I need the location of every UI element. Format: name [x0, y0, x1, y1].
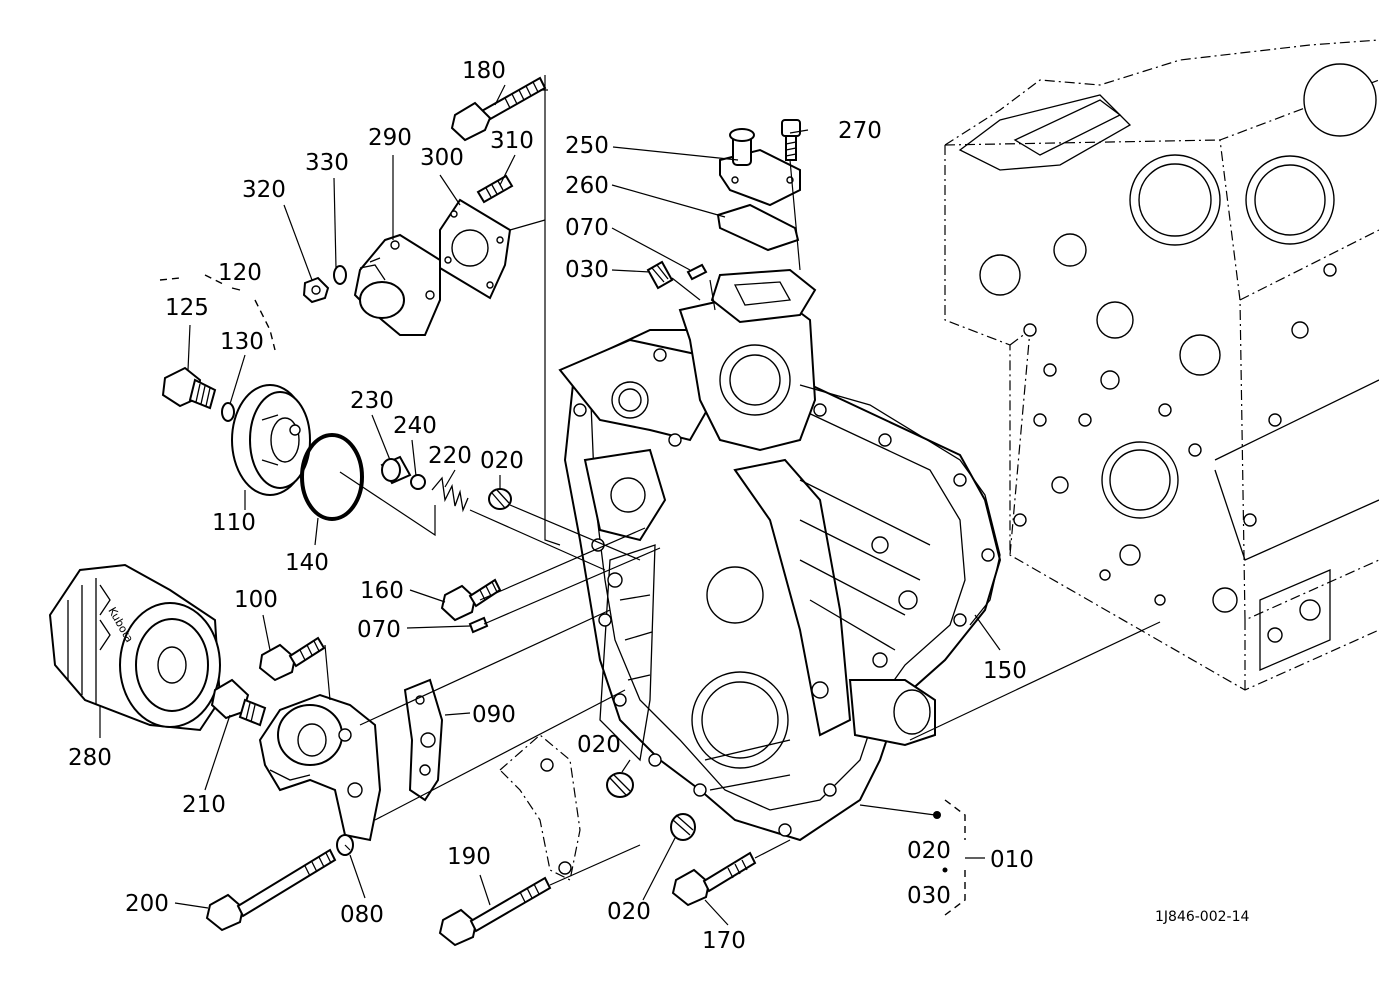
gasket-150: [799, 384, 1001, 626]
label-290: 290: [368, 125, 412, 151]
bolt-100: [258, 636, 326, 682]
leader-lines: [99, 84, 1001, 926]
label-070-mid: 070: [357, 617, 401, 643]
label-230: 230: [350, 388, 394, 414]
label-200: 200: [125, 891, 169, 917]
washer-330: [333, 265, 347, 285]
label-080: 080: [340, 902, 384, 928]
label-070-top: 070: [565, 215, 609, 241]
label-270: 270: [838, 118, 882, 144]
plug-020-mid: [488, 488, 512, 510]
label-170: 170: [702, 928, 746, 954]
pin-070-mid: [468, 616, 489, 634]
label-190: 190: [447, 844, 491, 870]
ball-240: [410, 474, 426, 490]
label-300: 300: [420, 145, 464, 171]
label-180: 180: [462, 58, 506, 84]
valve-230: [380, 455, 412, 485]
label-330: 330: [305, 150, 349, 176]
label-310: 310: [490, 128, 534, 154]
bracket-120: [159, 274, 276, 351]
label-020-low-a: 020: [577, 732, 621, 758]
gasket-090: [403, 678, 444, 802]
label-020-mid: 020: [480, 448, 524, 474]
label-120: 120: [218, 260, 262, 286]
gasket-300: [439, 198, 512, 300]
bolt-180: [450, 76, 547, 142]
label-320: 320: [242, 177, 286, 203]
label-010: 010: [990, 847, 1034, 873]
nipple-210: [210, 678, 267, 727]
gasket-260: [716, 203, 800, 252]
label-140: 140: [285, 550, 329, 576]
label-125: 125: [165, 295, 209, 321]
oil-filter-280: Kubota: [48, 563, 222, 732]
bolt-200: [205, 848, 337, 932]
label-220: 220: [428, 443, 472, 469]
pin-070-top: [686, 263, 708, 281]
callout-labels: 180 250 270 260 070 030 290 300 310 330 …: [68, 58, 1249, 954]
kit-dot: [933, 811, 941, 819]
plug-030-top: [646, 260, 674, 290]
housing-290: [353, 233, 441, 336]
o-ring-130: [221, 402, 235, 422]
label-250: 250: [565, 133, 609, 159]
label-090: 090: [472, 702, 516, 728]
assembly-lines: [324, 75, 1161, 886]
label-110: 110: [212, 510, 256, 536]
label-020-low-b: 020: [607, 899, 651, 925]
reference-code: 1J846-002-14: [1155, 909, 1249, 925]
engine-block: [944, 39, 1379, 691]
label-030-top: 030: [565, 257, 609, 283]
filter-cover-110: [231, 384, 311, 496]
label-030-kit: 030: [907, 883, 951, 909]
label-280: 280: [68, 745, 112, 771]
label-020-kit: 020: [907, 838, 951, 864]
bolt-270: [781, 119, 801, 161]
bolt-170: [671, 851, 757, 907]
label-130: 130: [220, 329, 264, 355]
bolt-190: [438, 876, 552, 947]
plug-020-low-a: [606, 772, 634, 798]
bolt-160: [440, 578, 502, 622]
bolt-125: [161, 366, 217, 410]
filter-base: [258, 693, 382, 842]
label-150: 150: [983, 658, 1027, 684]
spring-220: [431, 476, 469, 513]
label-160: 160: [360, 578, 404, 604]
label-240: 240: [393, 413, 437, 439]
o-ring-140: [300, 433, 364, 521]
label-100: 100: [234, 587, 278, 613]
gear-case: [558, 268, 1002, 842]
bracket-010: [944, 799, 966, 916]
kit-dot-small: [942, 867, 948, 873]
ghost-bracket: [499, 734, 581, 881]
plug-020-low-b: [670, 813, 696, 841]
label-260: 260: [565, 173, 609, 199]
label-210: 210: [182, 792, 226, 818]
stud-310: [476, 174, 514, 204]
nut-320: [302, 276, 330, 304]
